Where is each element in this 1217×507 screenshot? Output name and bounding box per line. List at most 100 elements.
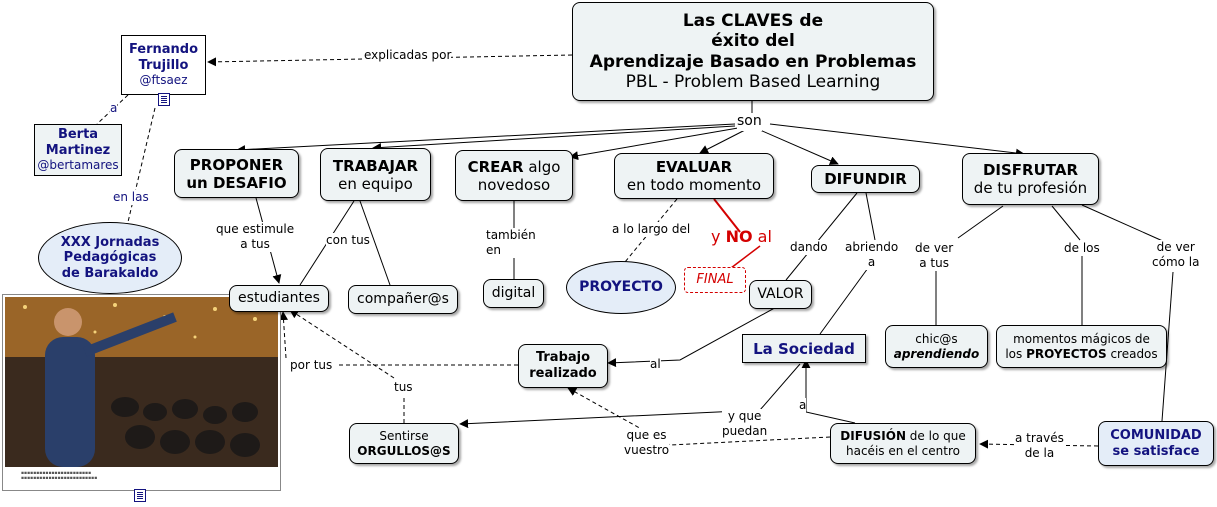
evaluar-line-1: EVALUAR [655, 158, 733, 176]
sentirse-line-1: Sentirse [379, 429, 429, 444]
author-name-2: Trujillo [138, 57, 189, 73]
difundir-line-1: DIFUNDIR [824, 170, 907, 188]
label-que-es-vuestro: que es vuestro [624, 428, 670, 458]
proponer-line-2: un DESAFIO [186, 173, 287, 192]
sentirse-line-2: ORGULLOS@S [357, 443, 451, 458]
author-name-1: Fernando [128, 42, 199, 58]
difusion-line-2: hacéis en el centro [846, 443, 960, 458]
link-difusion-sociedad [801, 359, 856, 424]
difusion-node: DIFUSIÓN de lo que hacéis en el centro [830, 423, 976, 464]
photo-image-icon[interactable] [134, 489, 146, 502]
coauthor-handle: @bertamares [37, 158, 119, 173]
link-dever-comunidad [1161, 271, 1174, 422]
label-abriendo-a: abriendo a [845, 240, 899, 270]
sociedad-node: La Sociedad [742, 334, 866, 363]
link-difundir-sociedad [865, 192, 876, 241]
label-yque-1: y que [727, 409, 762, 423]
label-en-las: en las [113, 190, 149, 205]
crear-line-2: novedoso [477, 175, 551, 194]
author-node[interactable]: Fernando Trujillo @ftsaez [121, 35, 206, 95]
author-document-icon[interactable] [158, 93, 170, 106]
valor-node: VALOR [749, 280, 812, 309]
chicos-line-1: chic@s [915, 332, 958, 347]
label-abriendo-2: a [867, 255, 876, 269]
title-line-1: Las CLAVES de [682, 10, 824, 31]
label-no: NO [725, 227, 753, 246]
link-son-disfrutar [769, 123, 1025, 158]
label-de-ver-como-la: de ver cómo la [1152, 240, 1200, 270]
event-line-2: Pedagógicas [63, 250, 157, 266]
momentos-node: momentos mágicos de los PROYECTOS creado… [996, 325, 1167, 368]
event-line-3: de Barakaldo [61, 265, 159, 281]
crear-bold: CREAR [467, 157, 524, 176]
label-a-traves-de-la: a través de la [1015, 431, 1064, 461]
label-de-ver-a-tus: de ver a tus [915, 241, 954, 271]
link-difusion-trabajo [567, 387, 831, 446]
link-author-event [127, 107, 156, 223]
label-al: al [650, 357, 661, 372]
title-line-2: éxito del [711, 31, 795, 52]
link-portus-estudiantes [279, 311, 289, 359]
difundir-node: DIFUNDIR [811, 165, 920, 193]
event-photo [5, 297, 278, 467]
title-line-3: Aprendizaje Basado en Problemas [589, 51, 917, 72]
label-tambien-1: también [486, 228, 536, 242]
author-handle: @ftsaez [139, 73, 188, 88]
crear-rest: algo [523, 157, 561, 176]
label-devercomo-1: de ver [1156, 240, 1195, 254]
difusion-bold: DIFUSIÓN [840, 429, 906, 444]
label-abriendo-1: abriendo [845, 240, 899, 254]
coauthor-name-1: Berta [57, 127, 99, 143]
momentos-line-1: momentos mágicos de [1013, 332, 1150, 347]
event-photo-scene [5, 297, 278, 467]
comunidad-node: COMUNIDAD se satisface [1098, 421, 1214, 466]
label-son: son [737, 113, 762, 131]
trabajo-line-2: realizado [529, 366, 597, 381]
estudiantes-node: estudiantes [229, 285, 329, 312]
comunidad-line-2: se satisface [1112, 443, 1200, 459]
link-evaluar-final [713, 198, 741, 233]
label-atraves-2: de la [1024, 446, 1055, 460]
label-dando: dando [790, 240, 828, 255]
label-yque-2: puedan [722, 424, 768, 438]
label-atraves-1: a través [1015, 431, 1064, 445]
disfrutar-node: DISFRUTAR de tu profesión [962, 153, 1099, 205]
label-a-lo-largo: a lo largo del [612, 222, 691, 237]
momentos-line-2b: PROYECTOS [1026, 346, 1107, 361]
label-por-tus: por tus [290, 358, 333, 373]
trabajar-node: TRABAJAR en equipo [320, 148, 431, 201]
link-abriendo-sociedad [819, 267, 869, 335]
evaluar-line-2: en todo momento [626, 176, 762, 194]
label-tambien-en: también en [486, 228, 536, 258]
link-evaluar-final-b [730, 245, 761, 269]
trabajar-line-1: TRABAJAR [332, 156, 419, 175]
link-son-trabajar [372, 125, 736, 153]
label-tambien-2: en [486, 243, 501, 257]
trabajo-line-1: Trabajo [535, 350, 591, 366]
event-line-1: XXX Jornadas [60, 234, 160, 250]
main-title: Las CLAVES de éxito del Aprendizaje Basa… [572, 2, 934, 101]
coauthor-name-2: Martinez [45, 142, 111, 158]
label-devercomo-2: cómo la [1152, 255, 1200, 269]
link-disfrutar-comunidad [1081, 204, 1166, 243]
companeros-node: compañer@s [348, 285, 458, 314]
link-disfrutar-momentos [1051, 205, 1081, 241]
label-a-coauthor: a [110, 101, 118, 116]
label-al-red: al [752, 227, 772, 246]
label-que-estimule: que estimule a tus [216, 222, 295, 252]
label-explicadas-por: explicadas por [364, 48, 452, 63]
momentos-line-2a: los [1005, 346, 1027, 361]
event-photo-frame: ▪▪▪▪▪▪▪▪▪▪▪▪▪▪▪▪▪▪▪▪▪▪▪▪▪▪▪▪▪▪▪▪▪▪▪▪▪▪▪▪… [2, 294, 281, 491]
link-difundir-valor [785, 192, 858, 281]
sentirse-node: Sentirse ORGULLOS@S [349, 423, 459, 464]
disfrutar-line-1: DISFRUTAR [982, 161, 1079, 179]
link-valor-trabajo [607, 304, 781, 368]
trabajar-line-2: en equipo [338, 174, 413, 193]
label-y-no-al: y NO al [711, 227, 772, 247]
digital-node: digital [483, 279, 544, 308]
label-quees-1: que es [626, 428, 667, 442]
label-tus: tus [394, 380, 413, 395]
coauthor-node: Berta Martinez @bertamares [34, 124, 122, 176]
label-de-los: de los [1064, 241, 1100, 256]
trabajo-node: Trabajo realizado [518, 344, 608, 388]
